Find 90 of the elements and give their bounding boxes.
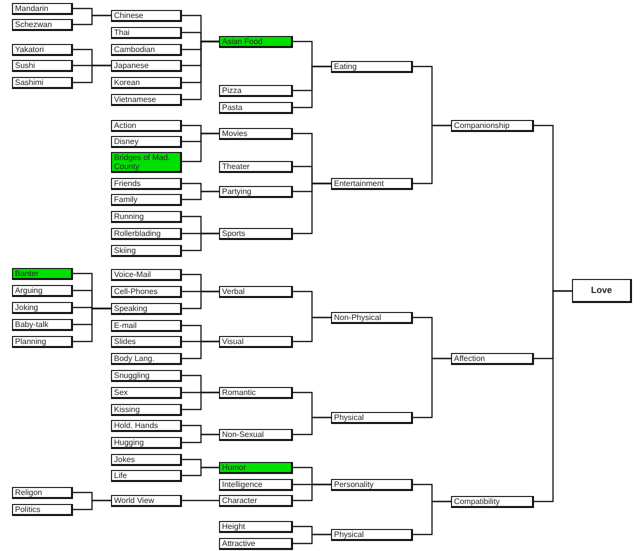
category-box: Entertainment [331, 178, 413, 190]
category-box: Slides [111, 336, 182, 348]
category-box: Yakatori [12, 44, 73, 56]
category-box: Family [111, 194, 182, 206]
category-box: Partying [219, 186, 293, 198]
category-box: Joking [12, 302, 73, 314]
category-box: Arguing [12, 285, 73, 297]
category-box: Skiing [111, 245, 182, 257]
connector-line [413, 358, 451, 418]
category-box: Baby-talk [12, 319, 73, 331]
category-box: Sashimi [12, 77, 73, 89]
connector-line [73, 500, 111, 510]
category-box: Sex [111, 387, 182, 399]
category-box: Disney [111, 136, 182, 148]
connector-line [293, 416, 331, 436]
category-box: Pasta [219, 102, 293, 114]
category-box: Companionship [451, 120, 534, 132]
category-box: Asian Food [219, 36, 293, 48]
category-box: Korean [111, 77, 182, 89]
connector-line [182, 40, 219, 100]
connector-line [182, 132, 219, 162]
category-box: E-mail [111, 320, 182, 332]
category-box: Vietnamese [111, 94, 182, 106]
category-box: Thai [111, 27, 182, 39]
category-box: Schezwan [12, 19, 73, 31]
category-box: Eating [331, 61, 413, 73]
category-box: Life [111, 470, 182, 482]
category-box: Theater [219, 161, 293, 173]
category-box: Politics [12, 504, 73, 516]
category-box: Pizza [219, 85, 293, 97]
category-box: Rollerblading [111, 228, 182, 240]
connector-line [293, 182, 331, 234]
category-box: Cell-Phones [111, 286, 182, 298]
category-box: Cambodian [111, 44, 182, 56]
category-box: Voice-Mail [111, 269, 182, 281]
category-box: Hugging [111, 437, 182, 449]
connector-line [182, 190, 219, 200]
category-box: Hold. Hands [111, 420, 182, 432]
category-box: Japanese [111, 60, 182, 72]
category-box: Bridges of Mad. County [111, 152, 182, 173]
category-box: Sushi [12, 60, 73, 72]
category-box: Running [111, 211, 182, 223]
category-box: Intelligence [219, 479, 293, 491]
connector-line [73, 64, 111, 84]
connector-line [293, 484, 331, 502]
connector-line [182, 290, 219, 310]
category-box: Physical [331, 529, 413, 541]
category-box: Attractive [219, 538, 293, 550]
connector-line [293, 316, 331, 342]
category-box: Verbal [219, 286, 293, 298]
category-box: Non-Physical [331, 312, 413, 324]
connector-line [182, 466, 219, 476]
connector-line [182, 434, 219, 444]
connector-line [293, 534, 331, 544]
category-box: Planning [12, 336, 73, 348]
category-box: Snuggling [111, 370, 182, 382]
connector-line [413, 124, 451, 184]
category-box: Chinese [111, 10, 182, 22]
connector-line [73, 14, 111, 26]
connector-line [182, 500, 219, 502]
category-box: Action [111, 120, 182, 132]
category-box: Personality [331, 479, 413, 491]
category-box: Character [219, 495, 293, 507]
root-box: Love [572, 279, 632, 303]
connector-line [182, 340, 219, 360]
category-box: Visual [219, 336, 293, 348]
category-box: Mandarin [12, 3, 73, 15]
category-box: Speaking [111, 303, 182, 315]
category-box: Jokes [111, 454, 182, 466]
category-box: Compatibility [451, 496, 534, 508]
category-box: Humor [219, 462, 293, 474]
category-box: Romantic [219, 387, 293, 399]
connector-line [534, 290, 572, 502]
category-box: Affection [451, 353, 534, 365]
category-box: Physical [331, 412, 413, 424]
connector-line [413, 500, 451, 536]
connector-line [73, 308, 111, 342]
category-box: Non-Sexual [219, 429, 293, 441]
connector-line [293, 66, 331, 108]
connector-line [182, 232, 219, 252]
category-box: Height [219, 521, 293, 533]
category-box: World View [111, 495, 182, 507]
connector-line [182, 392, 219, 410]
category-box: Banter [12, 268, 73, 280]
category-box: Body Lang. [111, 353, 182, 365]
category-box: Friends [111, 178, 182, 190]
category-box: Kissing [111, 404, 182, 416]
category-box: Religon [12, 487, 73, 499]
category-box: Sports [219, 228, 293, 240]
category-box: Movies [219, 128, 293, 140]
